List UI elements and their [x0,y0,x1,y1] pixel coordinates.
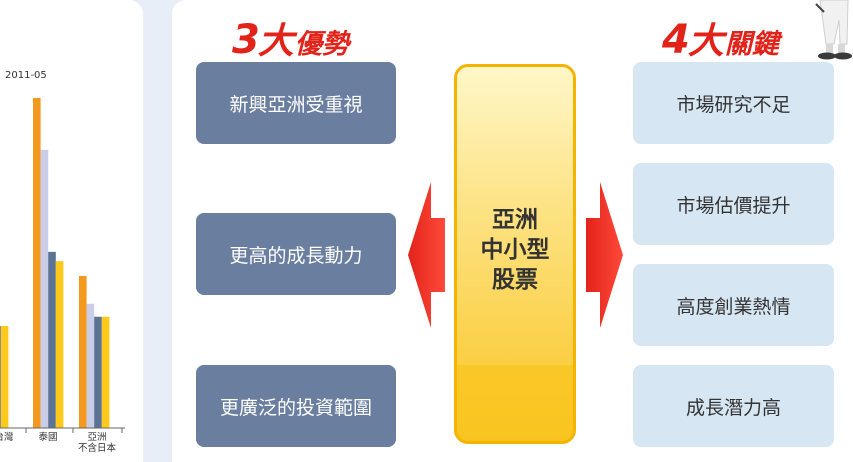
x-tick-label-1-line-1: 台灣 [0,431,14,443]
key-box-4: 成長潛力高 [633,365,834,447]
chart-date-label: 2011-05 [5,70,47,81]
bar-series-3-category-1 [0,326,1,428]
key-box-1: 市場研究不足 [633,62,834,144]
keys-heading-number: 4 [662,17,690,63]
advantage-box-3: 更廣泛的投資範圍 [196,365,396,447]
bar-series-1-category-2 [33,97,41,428]
keys-heading-text: 關鍵 [724,29,779,60]
center-box-band [457,365,573,441]
center-label: 亞洲 中小型 股票 [457,205,573,295]
center-box: 亞洲 中小型 股票 [454,64,576,444]
x-tick-label-2-line-1: 泰國 [38,431,57,443]
bar-series-4-category-1 [0,326,9,428]
advantages-heading: 3 大 優勢 [232,12,349,63]
left-arrow-icon [408,182,445,328]
bar-series-1-category-3 [79,275,87,428]
advantages-heading-number: 3 [232,17,260,63]
advantages-heading-big: 大 [257,21,294,62]
key-box-3: 高度創業熱情 [633,264,834,346]
keys-heading: 4 大 關鍵 [662,12,779,63]
x-tick-label-3-line-1: 亞洲 [87,432,106,443]
right-arrow-icon [586,182,623,328]
keys-heading-big: 大 [687,21,724,62]
businessman-illustration [815,0,852,60]
bar-series-3-category-2 [48,251,56,428]
x-tick-label-3-line-2: 不含日本 [78,442,117,454]
center-label-line-1: 亞洲 [492,207,538,233]
bar-series-2-category-3 [86,303,95,428]
bar-series-2-category-2 [40,149,49,428]
advantage-box-2: 更高的成長動力 [196,213,396,295]
advantage-box-1: 新興亞洲受重視 [196,62,396,144]
center-label-line-2: 中小型 [480,237,550,263]
bar-series-4-category-2 [55,261,64,428]
advantages-heading-text: 優勢 [294,29,349,60]
bar-series-3-category-3 [94,316,102,428]
center-label-line-3: 股票 [492,267,538,293]
bar-series-4-category-3 [101,316,110,428]
key-box-2: 市場估價提升 [633,163,834,245]
